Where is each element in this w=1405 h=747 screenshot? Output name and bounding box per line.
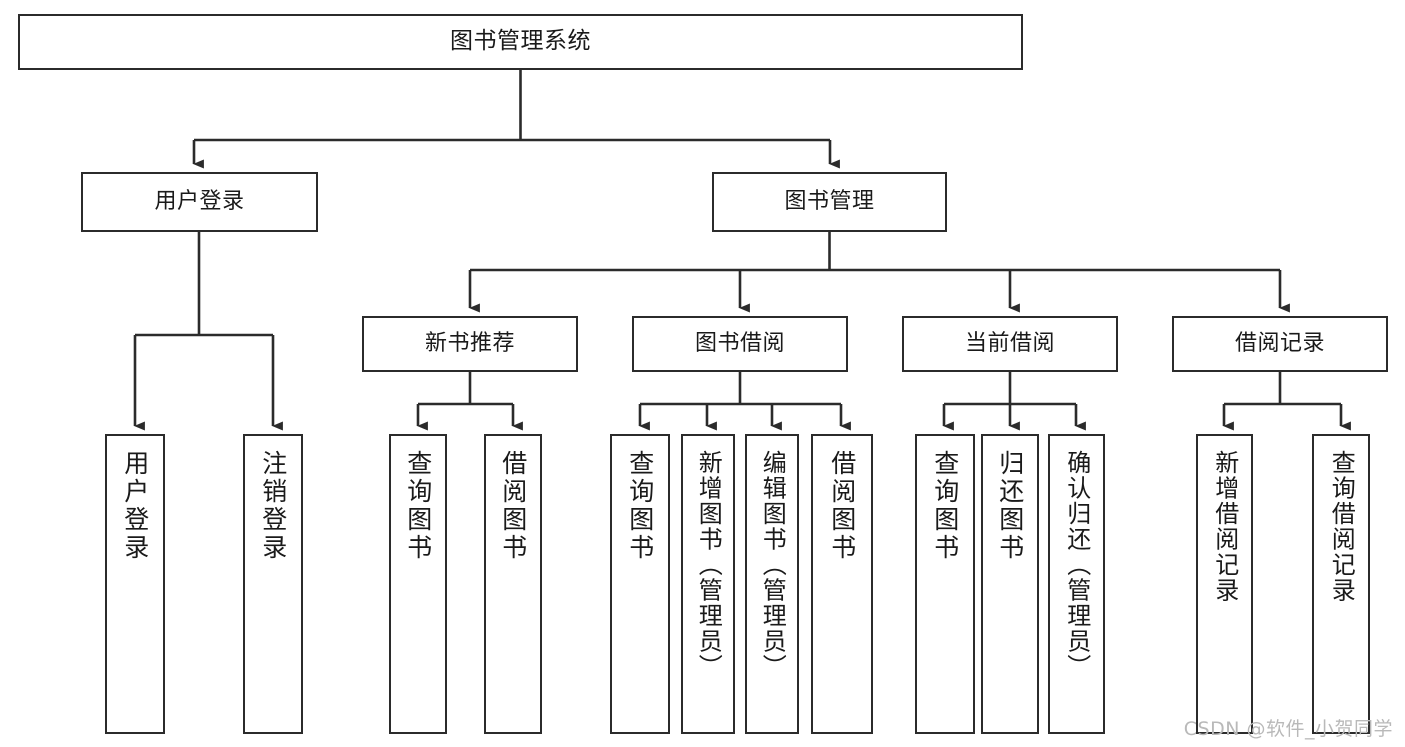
- node-label: 借阅图书: [827, 450, 857, 562]
- leaf-record-add-record[interactable]: 新增借阅记录: [1196, 434, 1253, 734]
- node-label: 查询图书: [930, 450, 960, 562]
- node-root-system[interactable]: 图书管理系统: [18, 14, 1023, 70]
- leaf-record-query-record[interactable]: 查询借阅记录: [1312, 434, 1370, 734]
- node-label: 借阅记录: [1234, 331, 1325, 357]
- leaf-new-book-query[interactable]: 查询图书: [389, 434, 447, 734]
- leaf-borrow-add-book[interactable]: 新增图书（管理员）: [681, 434, 735, 734]
- leaf-user-login-logout[interactable]: 注销登录: [243, 434, 303, 734]
- node-label: 当前借阅: [964, 331, 1055, 357]
- node-label: 查询图书: [403, 450, 433, 562]
- node-label: 借阅图书: [498, 450, 528, 562]
- csdn-watermark: CSDN @软件_小贺同学: [1183, 718, 1393, 740]
- leaf-borrow-borrow-book[interactable]: 借阅图书: [811, 434, 873, 734]
- leaf-current-confirm-return[interactable]: 确认归还（管理员）: [1048, 434, 1105, 734]
- node-label: 新增图书（管理员）: [694, 450, 723, 680]
- leaf-current-query-book[interactable]: 查询图书: [915, 434, 975, 734]
- node-book-management[interactable]: 图书管理: [712, 172, 947, 232]
- leaf-new-book-borrow[interactable]: 借阅图书: [484, 434, 542, 734]
- node-label: 编辑图书（管理员）: [758, 450, 787, 680]
- node-current-borrow[interactable]: 当前借阅: [902, 316, 1118, 372]
- node-label: 新书推荐: [424, 331, 515, 357]
- node-label: 查询图书: [625, 450, 655, 562]
- node-label: 确认归还（管理员）: [1062, 450, 1091, 680]
- node-label: 图书借阅: [694, 331, 785, 357]
- node-label: 查询借阅记录: [1327, 450, 1356, 603]
- node-label: 注销登录: [258, 450, 288, 562]
- node-user-login[interactable]: 用户登录: [81, 172, 318, 232]
- node-label: 图书管理系统: [450, 28, 591, 55]
- node-book-borrow[interactable]: 图书借阅: [632, 316, 848, 372]
- node-label: 新增借阅记录: [1210, 450, 1239, 603]
- node-label: 用户登录: [154, 189, 245, 215]
- node-new-book-recommend[interactable]: 新书推荐: [362, 316, 578, 372]
- leaf-borrow-query-book[interactable]: 查询图书: [610, 434, 670, 734]
- node-label: 用户登录: [120, 450, 150, 562]
- leaf-current-return-book[interactable]: 归还图书: [981, 434, 1039, 734]
- node-label: 归还图书: [995, 450, 1025, 562]
- node-label: 图书管理: [784, 189, 875, 215]
- leaf-user-login-login[interactable]: 用户登录: [105, 434, 165, 734]
- leaf-borrow-edit-book[interactable]: 编辑图书（管理员）: [745, 434, 799, 734]
- node-borrow-record[interactable]: 借阅记录: [1172, 316, 1388, 372]
